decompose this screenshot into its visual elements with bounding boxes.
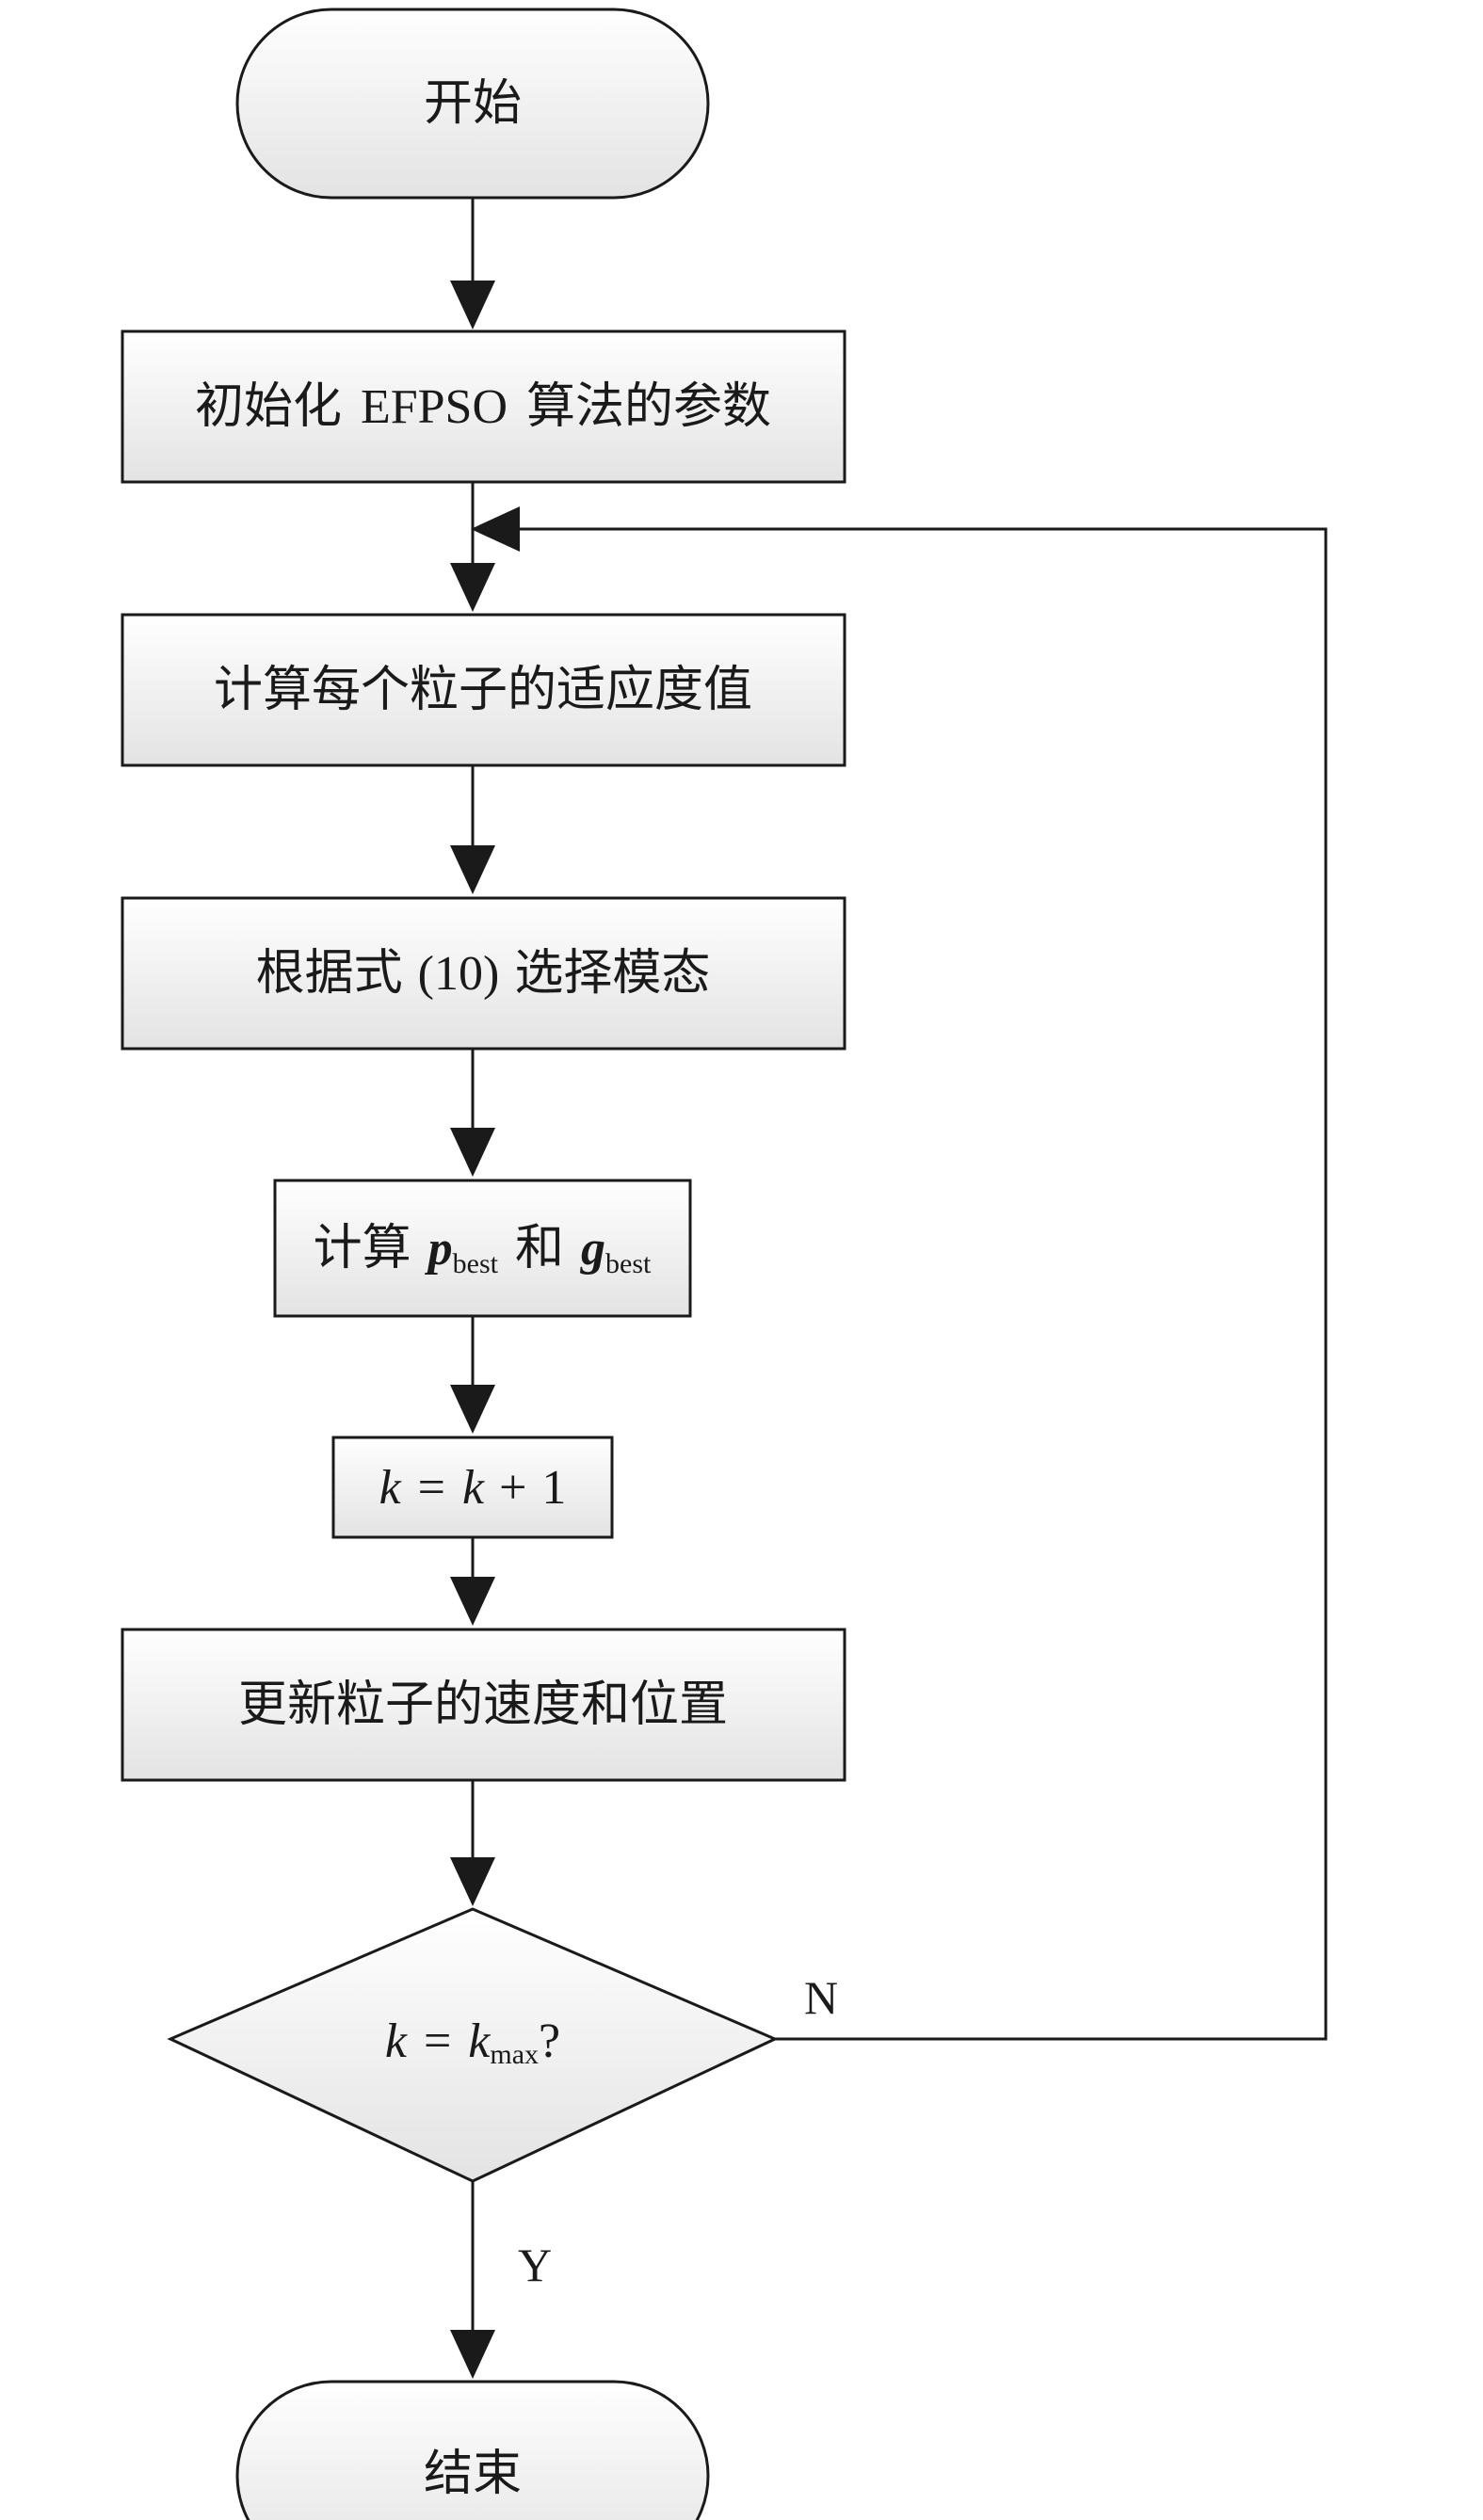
- fitness-process-box: [121, 613, 846, 767]
- mode-process-box: [121, 896, 846, 1051]
- node-start: 开始: [235, 8, 710, 200]
- node-mode: 根据式 (10) 选择模态: [121, 896, 846, 1051]
- best-label-prefix: 计算: [314, 1220, 411, 1276]
- arrowhead-init: [450, 281, 495, 329]
- increment-process-box: [331, 1436, 614, 1539]
- increment-one: 1: [541, 1461, 566, 1515]
- mode-label-head: 根据式: [256, 945, 403, 1002]
- best-label-p: p: [425, 1222, 453, 1276]
- edge-loop-back: [513, 527, 1328, 2041]
- best-label-g: g: [580, 1222, 605, 1276]
- update-process-box: [121, 1628, 846, 1782]
- fitness-label: 计算每个粒子的适应度值: [214, 662, 752, 718]
- init-label: 初始化 EFPSO 算法的参数: [195, 378, 771, 435]
- start-label: 开始: [424, 75, 522, 132]
- decision-label: k=kmax?: [385, 2014, 560, 2070]
- branch-label-yes: Y: [518, 2239, 552, 2291]
- arrowhead-update: [450, 1577, 495, 1626]
- best-process-box: [273, 1179, 692, 1318]
- end-label: 结束: [424, 2446, 522, 2502]
- best-label-p-sub: best: [453, 1248, 499, 1279]
- arrowhead-fitness: [450, 563, 495, 612]
- decision-k2: k: [468, 2014, 491, 2068]
- increment-k1: k: [379, 1461, 402, 1515]
- increment-label: k = k +1: [379, 1461, 567, 1515]
- init-label-tail: 算法的参数: [526, 378, 771, 435]
- init-process-box: [121, 329, 846, 484]
- node-fitness: 计算每个粒子的适应度值: [121, 613, 846, 767]
- arrowhead-loop: [471, 506, 520, 552]
- node-increment: k = k +1: [331, 1436, 614, 1539]
- arrowhead-increment: [450, 1385, 495, 1434]
- node-end: 结束: [235, 2380, 710, 2520]
- increment-eq: =: [418, 1461, 445, 1515]
- decision-question: ?: [539, 2014, 560, 2068]
- decision-diamond: [167, 1907, 779, 2183]
- decision-sub: max: [490, 2039, 539, 2070]
- best-label-g-sub: best: [605, 1248, 652, 1279]
- increment-k2: k: [462, 1461, 485, 1515]
- arrowhead-best: [450, 1128, 495, 1177]
- branch-label-no: N: [804, 1971, 838, 2024]
- update-label: 更新粒子的速度和位置: [238, 1677, 728, 1733]
- decision-eq: =: [424, 2014, 451, 2068]
- mode-label-tail: 选择模态: [514, 945, 710, 1002]
- mode-label-ref: (10): [418, 947, 500, 1001]
- init-label-acronym: EFPSO: [361, 380, 508, 434]
- increment-plus: +: [499, 1461, 526, 1515]
- arrowhead-decision: [450, 1857, 495, 1906]
- decision-k1: k: [385, 2014, 408, 2068]
- init-label-cn: 初始化: [195, 378, 342, 435]
- node-init: 初始化 EFPSO 算法的参数: [121, 329, 846, 484]
- node-update: 更新粒子的速度和位置: [121, 1628, 846, 1782]
- best-label-and: 和: [515, 1220, 564, 1276]
- arrowhead-mode: [450, 845, 495, 894]
- arrowhead-end: [450, 2330, 495, 2379]
- mode-label: 根据式 (10) 选择模态: [256, 945, 711, 1002]
- end-terminal-shape: [235, 2380, 710, 2520]
- node-decision: k=kmax?: [167, 1907, 779, 2183]
- edges: [450, 198, 1328, 2379]
- start-terminal-shape: [235, 8, 710, 200]
